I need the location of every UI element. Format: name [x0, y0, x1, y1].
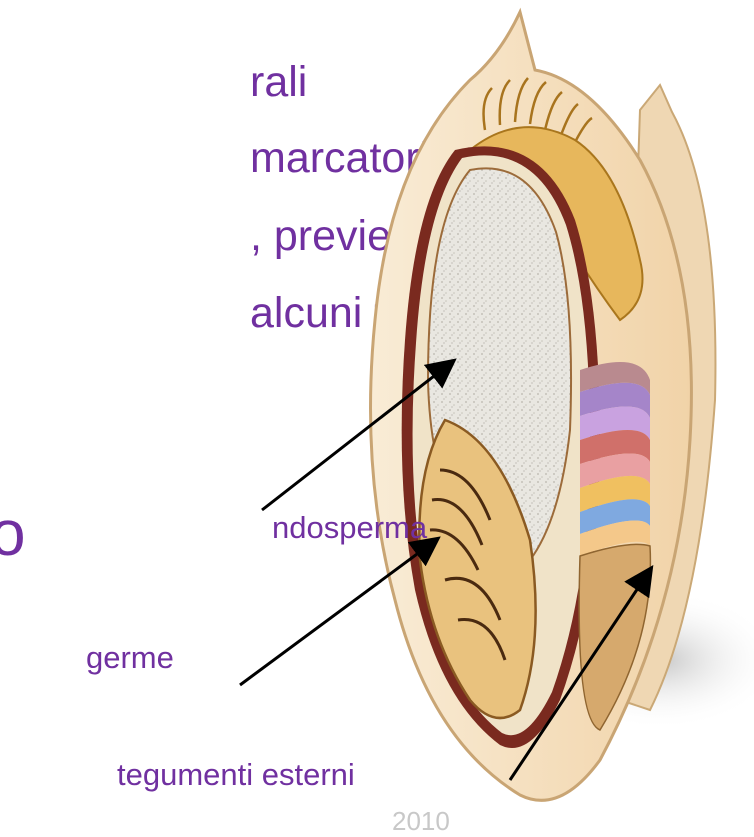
label-germ: germe: [86, 640, 174, 676]
label-endosperm: ndosperma: [272, 510, 427, 546]
outer-layer-bands: [580, 362, 650, 556]
label-outer-layers: tegumenti esterni: [117, 757, 355, 793]
